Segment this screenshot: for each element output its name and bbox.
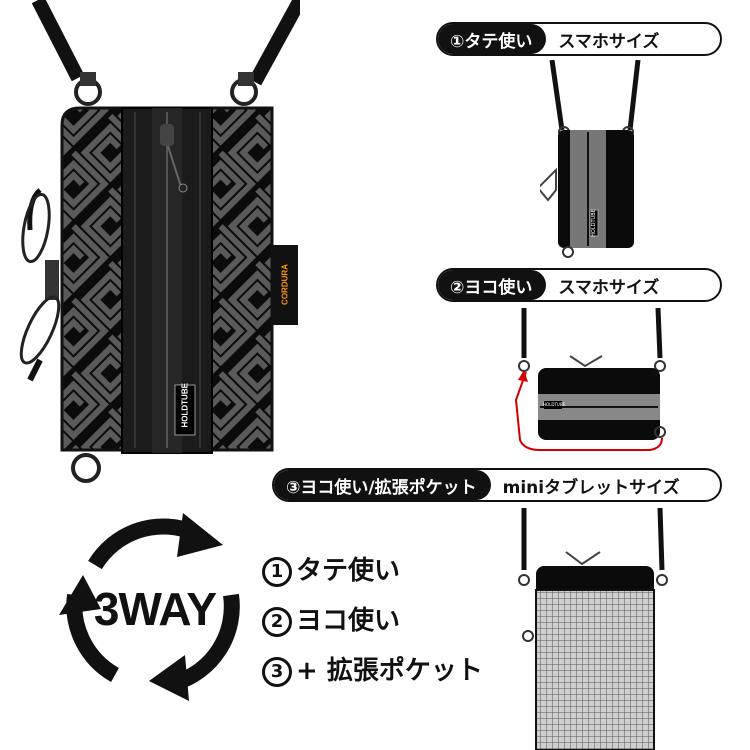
3way-cycle-icon — [59, 513, 240, 701]
view-tate-tag: HOLDTUBE — [591, 209, 597, 237]
badge-pocket-lead: ③ヨコ使い/拡張ポケット — [274, 470, 491, 500]
list-number-1: 1 — [262, 556, 292, 587]
badge-yoko: ②ヨコ使い スマホサイズ — [436, 268, 722, 302]
main-tag-text: HOLDTUBE — [180, 383, 190, 428]
badge-tate: ①タテ使い スマホサイズ — [436, 22, 722, 56]
list-number-2: 2 — [262, 606, 292, 637]
badge-tate-lead: ①タテ使い — [438, 24, 547, 54]
main-product-image — [19, 0, 300, 483]
badge-yoko-tail: スマホサイズ — [558, 277, 660, 298]
badge-yoko-lead: ②ヨコ使い — [438, 270, 547, 300]
view-tate-image — [540, 60, 641, 258]
list-label-yoko: ヨコ使い — [296, 606, 401, 636]
view-pocket-image — [518, 508, 668, 750]
list-label-pocket: + 拡張ポケット — [296, 656, 483, 686]
view-yoko-tag: HOLDTUBE — [543, 402, 566, 407]
brand-label: CORDURA — [280, 264, 290, 305]
badge-tate-tail: スマホサイズ — [558, 31, 660, 52]
list-item-pocket: 3+ 拡張ポケット — [262, 650, 483, 687]
list-number-3: 3 — [262, 656, 292, 687]
badge-pocket-tail: miniタブレットサイズ — [502, 477, 680, 498]
view-yoko-image — [514, 308, 666, 451]
list-label-tate: タテ使い — [296, 556, 401, 586]
3way-logo-text: 3WAY — [93, 583, 217, 635]
badge-pocket: ③ヨコ使い/拡張ポケット miniタブレットサイズ — [272, 468, 722, 502]
